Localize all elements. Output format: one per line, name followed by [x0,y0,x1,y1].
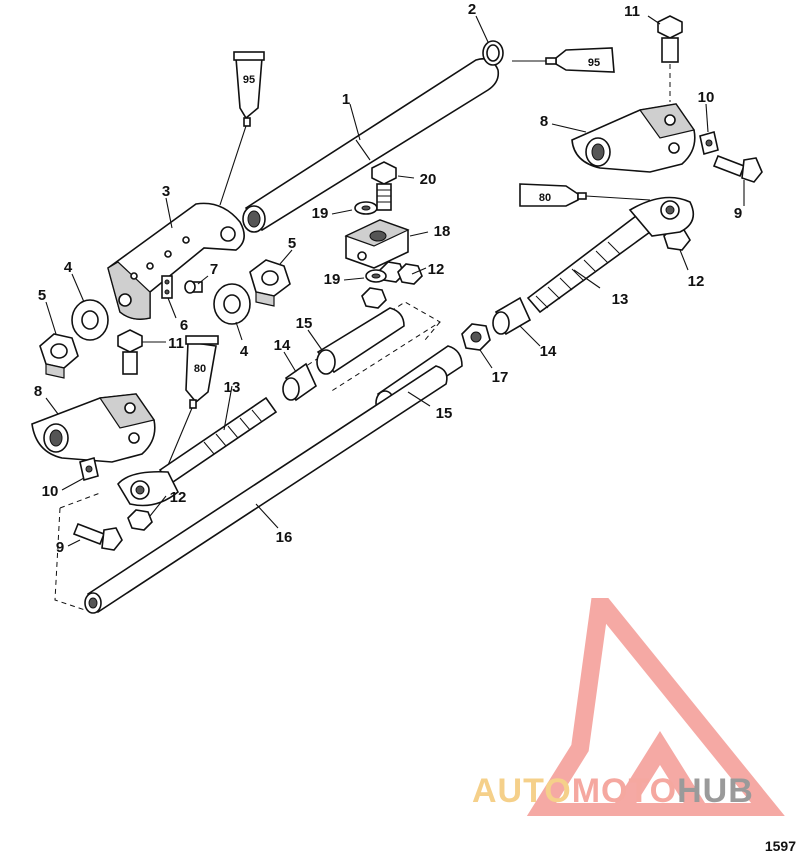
part-12-lock-nut-left [128,510,152,530]
part-2-o-ring [483,41,503,65]
part-12-lock-nut-mid [362,288,386,308]
callout-11-left: 11 [168,335,184,352]
callout-10-right: 10 [698,89,715,106]
callout-12-right: 12 [688,273,705,290]
callout-9-left: 9 [56,539,64,556]
sealant-tube-label: 95 [588,57,600,69]
callout-19-upper: 19 [312,205,329,222]
part-13-tie-rod-right [528,198,693,313]
callout-14-right: 14 [540,343,557,360]
part-20-bolt [372,162,396,210]
callout-2: 2 [468,1,476,18]
callout-14-left: 14 [274,337,291,354]
callout-5-left: 5 [38,287,46,304]
assembly-outline [60,493,100,508]
part-15-sleeve-upper [317,308,404,374]
callout-8-left: 8 [34,383,42,400]
part-18-block [346,220,408,268]
figure-number: 1597 [765,838,796,854]
part-9-bolt-right [714,156,762,182]
part-11-flange-bolt-left [118,330,142,374]
part-10-square-nut-left [80,458,98,480]
part-14-bushing-right [493,298,530,334]
part-6-clip [162,276,172,298]
watermark-moto: MOTO [572,772,677,810]
callout-5-right: 5 [288,235,296,252]
sealant-tube-label: 80 [539,192,551,204]
callout-16: 16 [276,529,293,546]
callout-15-lower: 15 [436,405,453,422]
part-8-clamp-right [572,104,695,172]
callout-18: 18 [434,223,451,240]
part-5-hex-nut-left [40,334,78,378]
part-11-flange-bolt-top [658,16,682,102]
part-17-hex-nut [462,324,490,350]
callout-12-upper: 12 [428,261,445,278]
part-19-washer-upper [355,202,377,214]
callout-13-left: 13 [224,379,241,396]
part-4-washer-left [72,300,108,340]
watermark-auto: AUTO [472,772,572,810]
part-19-washer-lower [366,270,386,282]
callout-6: 6 [180,317,188,334]
sealant-tube-95-upper-left: 95 [220,52,264,205]
callout-19-lower: 19 [324,271,341,288]
callout-11-top: 11 [624,3,640,20]
callout-8-right: 8 [540,113,548,130]
assembly-outline [55,508,85,610]
callout-3: 3 [162,183,170,200]
part-10-square-nut-right [700,132,718,154]
callout-13-right: 13 [612,291,629,308]
callout-7: 7 [210,261,218,278]
callout-10-left: 10 [42,483,59,500]
callout-9-right: 9 [734,205,742,222]
sealant-tube-80-right: 80 [520,184,650,206]
callout-1: 1 [342,91,350,108]
callout-20: 20 [420,171,437,188]
part-9-bolt-left [74,524,122,550]
assembly-outline [425,322,440,340]
watermark-text: AUTOMOTOHUB [472,772,800,811]
part-14-bushing-left [283,364,316,400]
part-4-washer-right [214,284,250,324]
watermark-hub: HUB [677,772,754,810]
sealant-tube-label: 80 [194,363,206,375]
callout-15-upper: 15 [296,315,313,332]
sealant-tube-95-upper-right: 95 [512,48,614,72]
part-5-hex-nut-right [250,260,290,306]
sealant-tube-label: 95 [243,74,255,86]
callout-4-left: 4 [64,259,73,276]
callout-17: 17 [492,369,509,386]
callout-4-right: 4 [240,343,249,360]
callout-12-left: 12 [170,489,187,506]
